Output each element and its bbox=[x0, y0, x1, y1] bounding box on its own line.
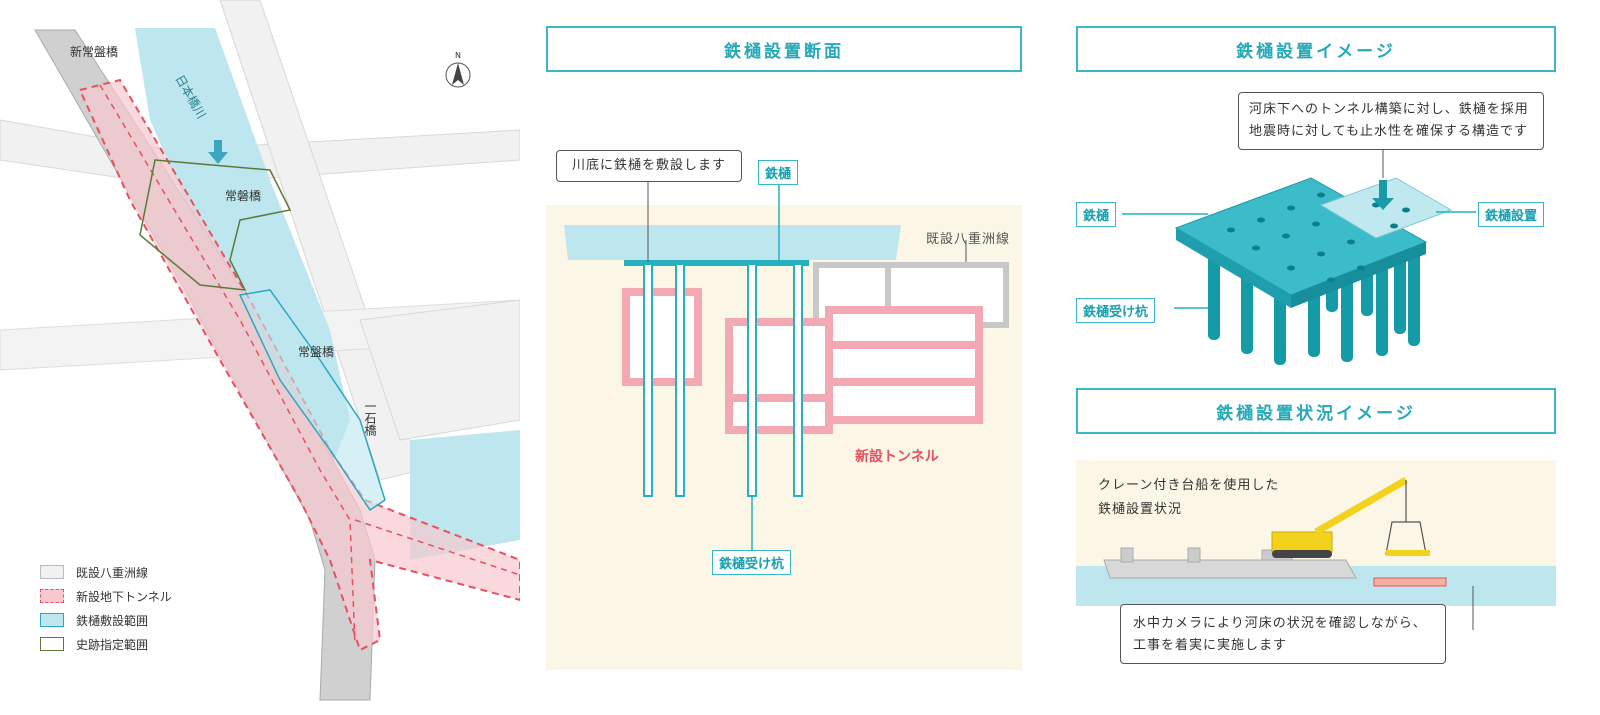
label-tokiwa: 常盤橋 bbox=[298, 345, 334, 359]
legend-swatch-historic bbox=[40, 637, 64, 651]
legend-item: 鉄樋敷設範囲 bbox=[40, 608, 172, 632]
map-legend: 既設八重洲線 新設地下トンネル 鉄樋敷設範囲 史跡指定範囲 bbox=[40, 560, 172, 656]
svg-text:N: N bbox=[455, 51, 461, 60]
tunnel-box-right bbox=[825, 306, 983, 424]
tunnel-box-mid bbox=[725, 318, 833, 434]
section-label-piles: 鉄樋受け杭 bbox=[712, 550, 792, 575]
map-svg: 新常盤橋 日本橋川 常磐橋 常盤橋 一石橋 N bbox=[0, 0, 521, 701]
image3d-title: 鉄樋設置イメージ bbox=[1076, 26, 1556, 72]
image3d-diagram bbox=[1076, 150, 1556, 380]
tunnel-box-left bbox=[622, 288, 702, 386]
legend-swatch-existing bbox=[40, 565, 64, 579]
status-crane-caption: クレーン付き台船を使用した 鉄樋設置状況 bbox=[1098, 478, 1280, 517]
section-svg bbox=[546, 180, 1022, 670]
label-shin-tokiwa: 新常盤橋 bbox=[70, 44, 118, 59]
compass-icon: N bbox=[445, 51, 471, 88]
pile bbox=[793, 263, 803, 497]
section-title: 鉄樋設置断面 bbox=[546, 26, 1022, 72]
pile bbox=[747, 263, 757, 497]
status-diagram bbox=[1076, 460, 1556, 660]
section-label-tetsuhi: 鉄樋 bbox=[758, 160, 799, 185]
image3d-label-install: 鉄樋設置 bbox=[1478, 202, 1545, 227]
label-ikkoku: 一石橋 bbox=[363, 400, 377, 437]
section-label-new-tunnel: 新設トンネル bbox=[855, 449, 939, 465]
pile bbox=[675, 263, 685, 497]
historic-site-shape bbox=[139, 159, 292, 291]
legend-swatch-tetsuhi-range bbox=[40, 613, 64, 627]
image3d-label-tetsuhi: 鉄樋 bbox=[1076, 202, 1117, 227]
map-panel: 新常盤橋 日本橋川 常磐橋 常盤橋 一石橋 N 既設八重洲線 新設地下トンネル … bbox=[0, 0, 521, 711]
section-diagram bbox=[546, 150, 1022, 670]
crane-icon bbox=[1271, 476, 1447, 587]
label-tokiwa-old: 常磐橋 bbox=[225, 189, 261, 203]
status-title: 鉄樋設置状況イメージ bbox=[1076, 388, 1556, 434]
legend-item: 史跡指定範囲 bbox=[40, 632, 172, 656]
install-down-arrow bbox=[1372, 180, 1394, 210]
image3d-label-piles: 鉄樋受け杭 bbox=[1076, 298, 1156, 323]
tetsuhi-plate bbox=[624, 260, 809, 266]
tetsuhi-range-shape bbox=[238, 289, 386, 512]
image3d-svg bbox=[1122, 150, 1476, 365]
barge-shape bbox=[1103, 559, 1357, 579]
tetsuhi-install-panel bbox=[1319, 177, 1453, 239]
river-flow-arrow bbox=[208, 140, 228, 164]
legend-swatch-new-tunnel bbox=[40, 589, 64, 603]
image3d-callout: 河床下へのトンネル構築に対し、鉄樋を採用 地震時に対しても止水性を確保する構造で… bbox=[1238, 92, 1544, 150]
legend-item: 新設地下トンネル bbox=[40, 584, 172, 608]
status-callout: 水中カメラにより河床の状況を確認しながら、 工事を着実に実施します bbox=[1120, 604, 1446, 664]
section-callout: 川底に鉄樋を敷設します bbox=[556, 150, 742, 182]
section-label-existing: 既設八重洲線 bbox=[926, 232, 1011, 247]
status-svg bbox=[1076, 460, 1556, 630]
legend-item: 既設八重洲線 bbox=[40, 560, 172, 584]
pile bbox=[643, 263, 653, 497]
